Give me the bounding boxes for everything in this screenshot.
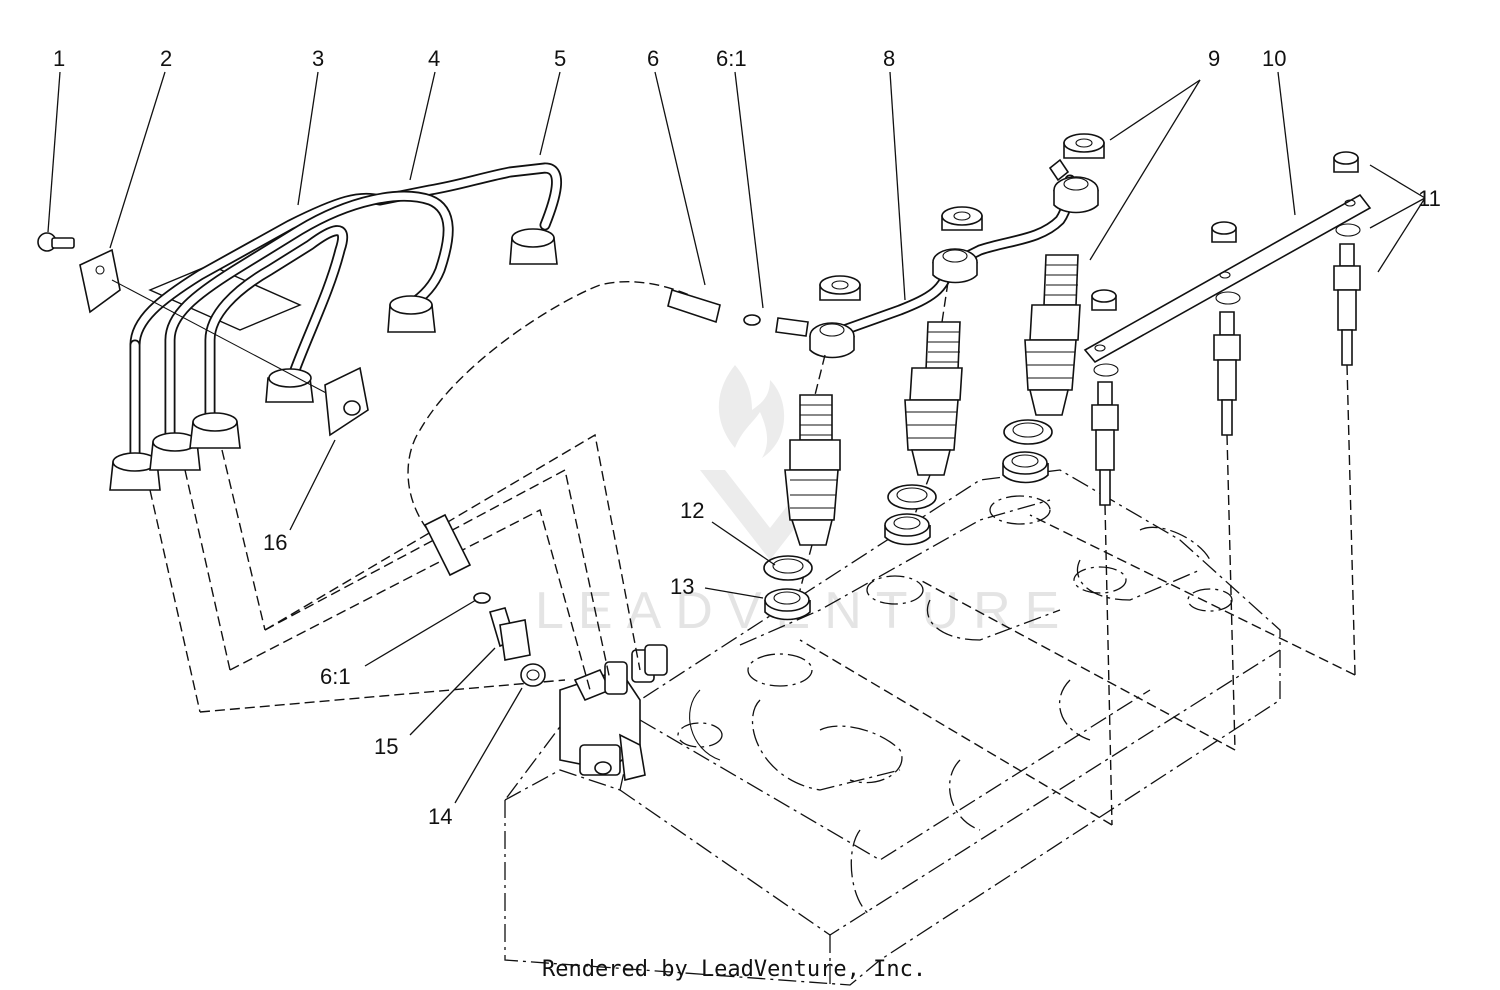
- callout-2: 2: [160, 46, 172, 71]
- glow-plug-washer: [1215, 291, 1241, 305]
- watermark-flame-icon: [718, 365, 785, 458]
- glow-plug: [1333, 243, 1361, 676]
- projection-line: [799, 639, 1113, 826]
- leader-lines: [47, 71, 1426, 804]
- clamp-bolt: [37, 232, 75, 252]
- projection-line: [919, 579, 1236, 751]
- banjo-nut: [1063, 133, 1105, 159]
- callout-labels: 1 2 3 4 5 6 6:1 8 9 10 11 12 13 14 15 16…: [53, 46, 1441, 829]
- pipe-route-line: [184, 469, 231, 671]
- render-credit: Rendered by LeadVenture, Inc.: [542, 957, 926, 982]
- leak-off-line: [407, 281, 809, 687]
- pipe-clamp: [79, 248, 331, 396]
- glow-plug: [1213, 311, 1241, 751]
- pipe-route-line: [264, 468, 611, 681]
- injector-gasket: [763, 555, 813, 621]
- callout-6-1-bottom: 6:1: [320, 664, 351, 689]
- glow-plug-washer: [1335, 223, 1361, 237]
- pipe-nut: [509, 228, 558, 265]
- pipe-route-line: [229, 508, 591, 691]
- banjo-nut: [819, 275, 861, 301]
- pipe-nut: [149, 432, 201, 471]
- callout-6: 6: [647, 46, 659, 71]
- callout-5: 5: [554, 46, 566, 71]
- glow-plug-nut: [1333, 151, 1359, 173]
- fuel-injector: [904, 281, 963, 541]
- callout-9: 9: [1208, 46, 1220, 71]
- injection-pipes: [109, 162, 563, 491]
- projection-line: [1029, 514, 1356, 676]
- callout-14: 14: [428, 804, 452, 829]
- pipe-route-line: [221, 449, 266, 631]
- injector-gasket: [1002, 419, 1053, 484]
- fuel-injector: [1024, 254, 1081, 416]
- pipe-route-line: [149, 489, 201, 713]
- pipe-route-line: [264, 433, 641, 671]
- pipe-nut: [265, 368, 314, 403]
- callout-10: 10: [1262, 46, 1286, 71]
- glow-plug-washer: [1093, 363, 1119, 377]
- callout-12: 12: [680, 498, 704, 523]
- pipe-clamp-lower: [324, 366, 369, 437]
- glow-plug-bus-bar: [1083, 193, 1372, 364]
- banjo-nut: [941, 206, 983, 231]
- callout-1: 1: [53, 46, 65, 71]
- pipe-nut: [189, 412, 241, 449]
- injector-gasket: [884, 484, 937, 546]
- callout-3: 3: [312, 46, 324, 71]
- injection-pump: [559, 644, 668, 781]
- fuel-injector: [784, 354, 841, 621]
- overflow-pipe: [809, 158, 1099, 359]
- callout-16: 16: [263, 530, 287, 555]
- glow-plug-nut: [1091, 289, 1117, 311]
- callout-6-1-top: 6:1: [716, 46, 747, 71]
- glow-plug-nut: [1211, 221, 1237, 243]
- callout-11: 11: [1418, 186, 1441, 211]
- pipe-nut: [387, 295, 436, 333]
- callout-13: 13: [670, 574, 694, 599]
- callout-8: 8: [883, 46, 895, 71]
- callout-15: 15: [374, 734, 398, 759]
- pipe-route-line: [199, 679, 566, 713]
- cylinder-head: [504, 469, 1281, 986]
- callout-4: 4: [428, 46, 440, 71]
- glow-plug: [1091, 381, 1119, 826]
